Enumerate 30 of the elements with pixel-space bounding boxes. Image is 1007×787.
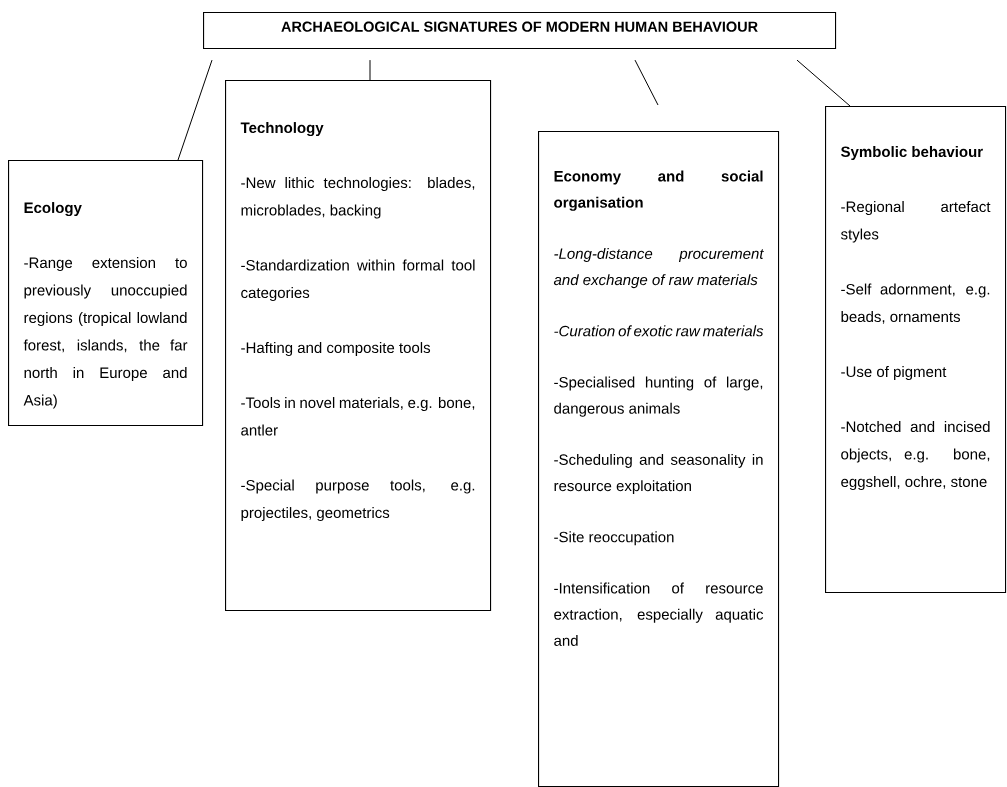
category-heading: Symbolic behaviour — [841, 146, 983, 161]
bullet-text: -Scheduling and seasonality in resource exploitation — [554, 453, 763, 495]
bullet-text: -Use of pigment — [841, 366, 947, 380]
title-text: ARCHAEOLOGICAL SIGNATURES OF MODERN HUMAN BEHAVIOUR — [281, 21, 758, 32]
title-box — [203, 12, 837, 50]
bullet-text: -Tools in novel materials, e.g. bone, antler — [241, 397, 475, 436]
category-box — [538, 131, 780, 787]
category-heading: Technology — [240, 122, 324, 137]
bullet-text: -Self adornment, e.g. beads, ornaments — [841, 283, 990, 324]
bullet-text: -Curation of exotic raw materials — [554, 325, 764, 337]
connector-line — [796, 59, 851, 107]
bullet-text: -Range extension to previously unoccupied regions (tropical lowland forest, islands, the far north in Europe and Asia) — [23, 257, 188, 409]
bullet-text: -Specialised hunting of large, dangerous animals — [554, 376, 763, 417]
bullet-text: -Intensification of resource extraction, especially aquatic and — [554, 582, 764, 646]
category-heading: Ecology — [24, 202, 82, 217]
category-box — [225, 80, 492, 612]
category-box — [825, 106, 1007, 594]
connector-line — [634, 59, 659, 106]
bullet-text: -Notched and incised objects, e.g. bone, eggshell, ochre, stone — [841, 421, 990, 490]
connector-line — [177, 59, 213, 161]
bullet-text: -New lithic technologies: blades, microblades, backing — [241, 177, 475, 219]
bullet-text: -Site reoccupation — [554, 531, 674, 546]
bullet-text: -Long-distance procurement and exchange of raw materials — [553, 247, 765, 289]
bullet-text: -Special purpose tools, e.g. projectiles, geometrics — [241, 479, 475, 521]
category-box — [8, 160, 204, 427]
bullet-text: -Hafting and composite tools — [241, 342, 431, 356]
category-heading: Economy and social organisation — [554, 170, 763, 211]
connector-line — [369, 59, 371, 81]
bullet-text: -Standardization within formal tool categories — [241, 259, 475, 301]
bullet-text: -Regional artefact styles — [841, 201, 991, 243]
